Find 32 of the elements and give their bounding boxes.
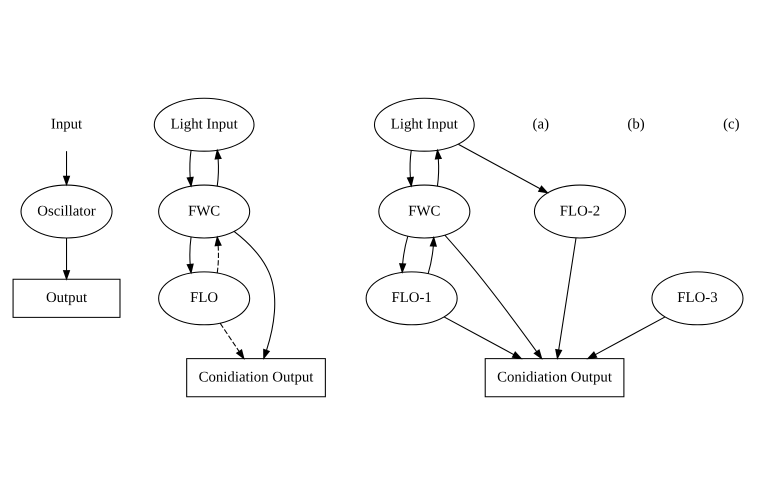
arrow	[214, 148, 222, 186]
arrow	[458, 143, 549, 194]
arrow	[234, 230, 276, 360]
node-ellipse: Light Input	[154, 97, 255, 152]
arrow	[428, 235, 438, 274]
node-ellipse: FLO	[158, 270, 250, 325]
arrow	[444, 316, 523, 359]
node-text: Input	[50, 116, 82, 132]
node-box: Conidiation Output	[186, 358, 326, 397]
arrow	[62, 237, 70, 280]
arrow	[62, 150, 70, 186]
arrow	[555, 238, 577, 360]
arrow	[444, 234, 543, 360]
arrow	[220, 322, 245, 360]
node-ellipse: Light Input	[374, 97, 475, 152]
arrow	[186, 150, 194, 188]
arrow	[434, 148, 442, 186]
arrow	[214, 234, 222, 272]
node-box: Conidiation Output	[484, 358, 624, 397]
node-ellipse: FWC	[378, 184, 470, 238]
arrow	[398, 236, 408, 274]
node-ellipse: FWC	[158, 184, 250, 238]
node-ellipse: FLO-3	[651, 270, 744, 325]
arrow	[586, 316, 666, 359]
label: (a)	[532, 116, 550, 132]
node-box: Output	[12, 278, 121, 318]
label: (c)	[723, 116, 740, 132]
arrow	[406, 150, 414, 188]
node-ellipse: Oscillator	[20, 184, 113, 238]
label: (b)	[627, 116, 645, 132]
node-ellipse: FLO-1	[366, 270, 458, 325]
arrow	[186, 236, 194, 274]
